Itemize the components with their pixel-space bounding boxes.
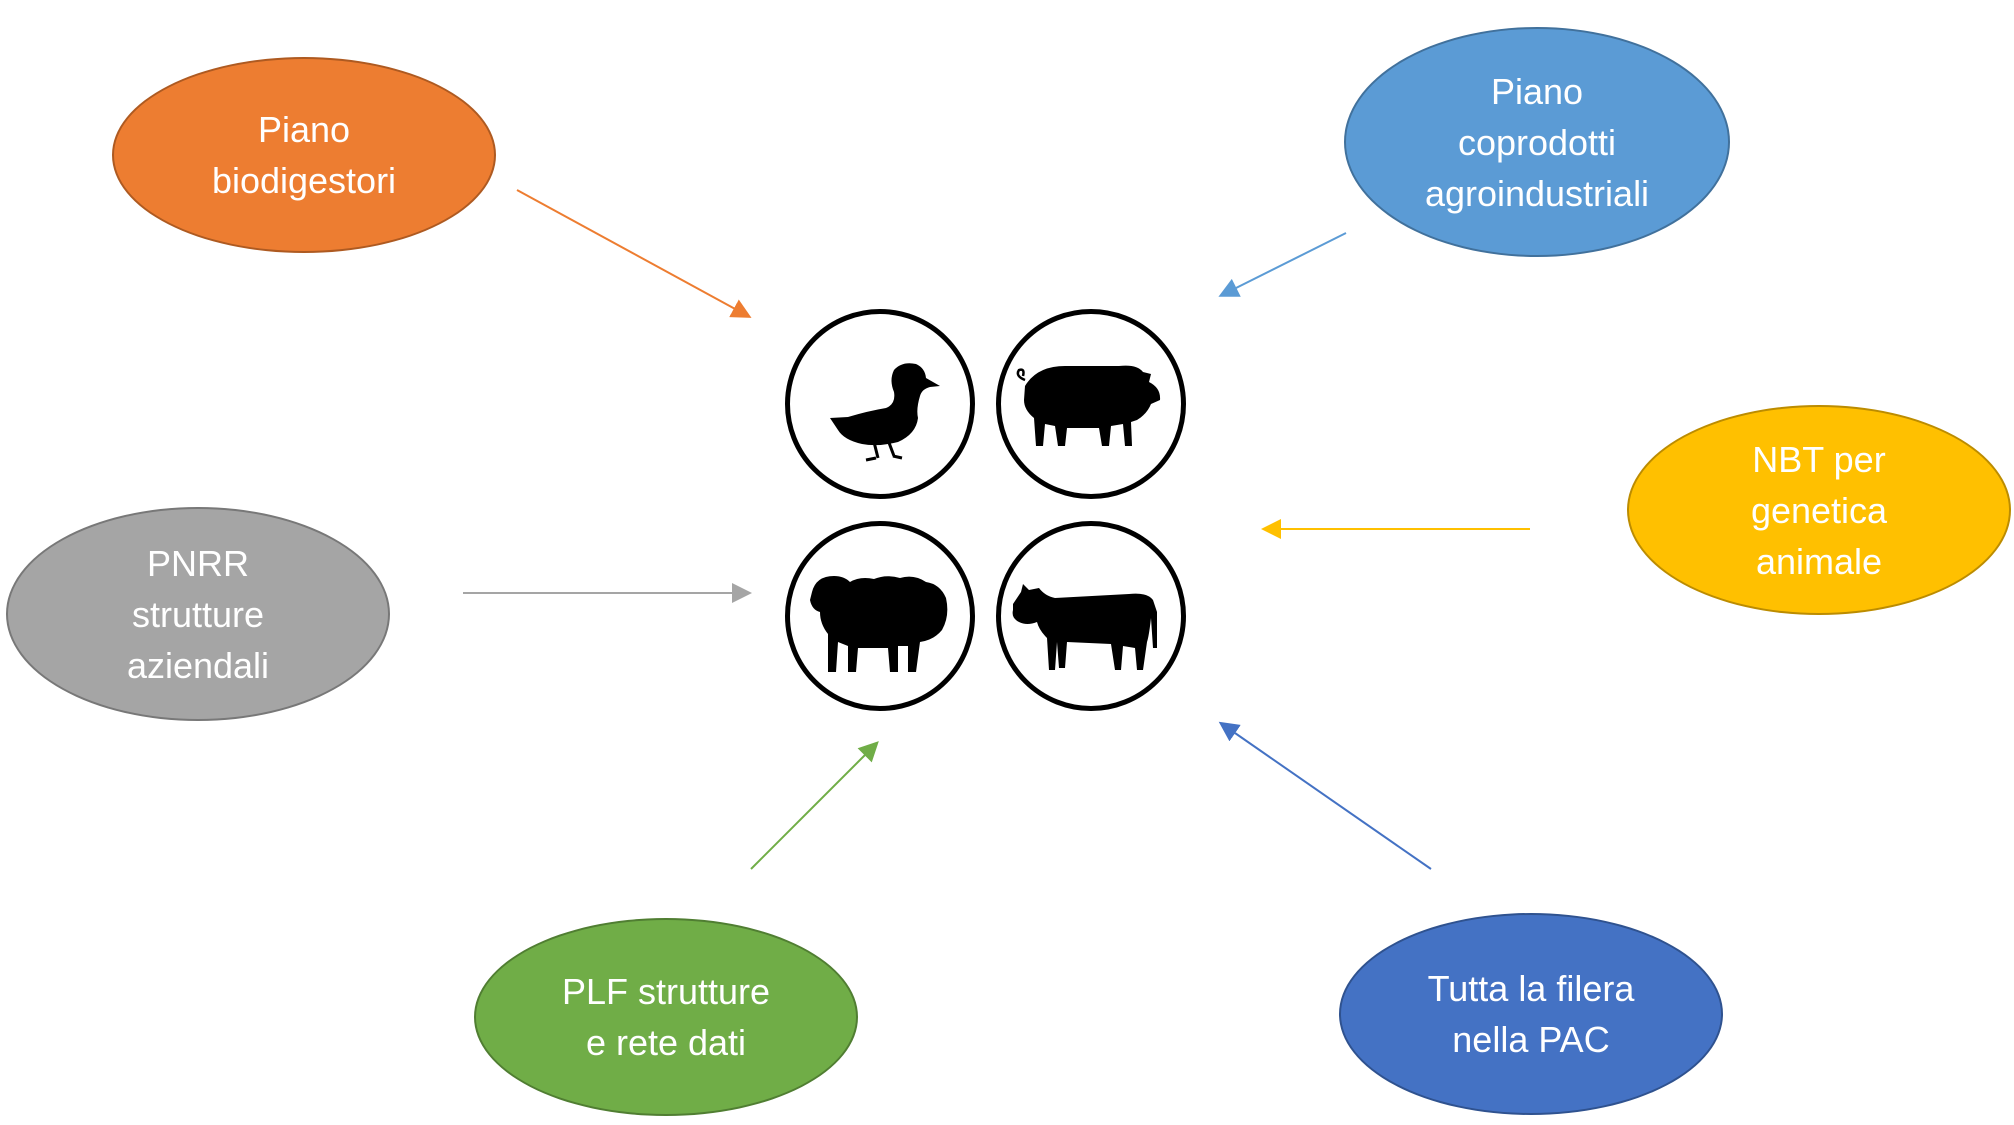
arrow-plf bbox=[750, 741, 879, 870]
bubble-label: Piano coprodotti agroindustriali bbox=[1424, 70, 1650, 214]
bubble-nbt-genetica: NBT per genetica animale bbox=[1627, 405, 2011, 615]
sheep-icon bbox=[810, 576, 948, 672]
cow-circle bbox=[996, 521, 1186, 711]
bubble-label: Piano biodigestori bbox=[211, 109, 397, 201]
bubble-label: Tutta la filera nella PAC bbox=[1427, 968, 1635, 1060]
bubble-label: PNRR strutture aziendali bbox=[126, 542, 270, 686]
arrow-biodigestori bbox=[516, 189, 752, 318]
pig-circle bbox=[996, 309, 1186, 499]
bubble-plf-strutture: PLF strutture e rete dati bbox=[474, 918, 858, 1116]
arrow-filiera bbox=[1218, 721, 1432, 870]
bubble-piano-coprodotti: Piano coprodotti agroindustriali bbox=[1344, 27, 1730, 257]
bubble-label: NBT per genetica animale bbox=[1750, 438, 1888, 582]
bubble-tutta-la-filera: Tutta la filera nella PAC bbox=[1339, 913, 1723, 1115]
cow-icon bbox=[1012, 584, 1157, 670]
bubble-pnrr-strutture: PNRR strutture aziendali bbox=[6, 507, 390, 721]
sheep-circle bbox=[785, 521, 975, 711]
bubble-label: PLF strutture e rete dati bbox=[561, 971, 771, 1063]
bubble-piano-biodigestori: Piano biodigestori bbox=[112, 57, 496, 253]
duck-icon bbox=[830, 363, 940, 462]
arrow-coprodotti bbox=[1218, 232, 1347, 297]
duck-circle bbox=[785, 309, 975, 499]
pig-icon bbox=[1016, 365, 1161, 446]
